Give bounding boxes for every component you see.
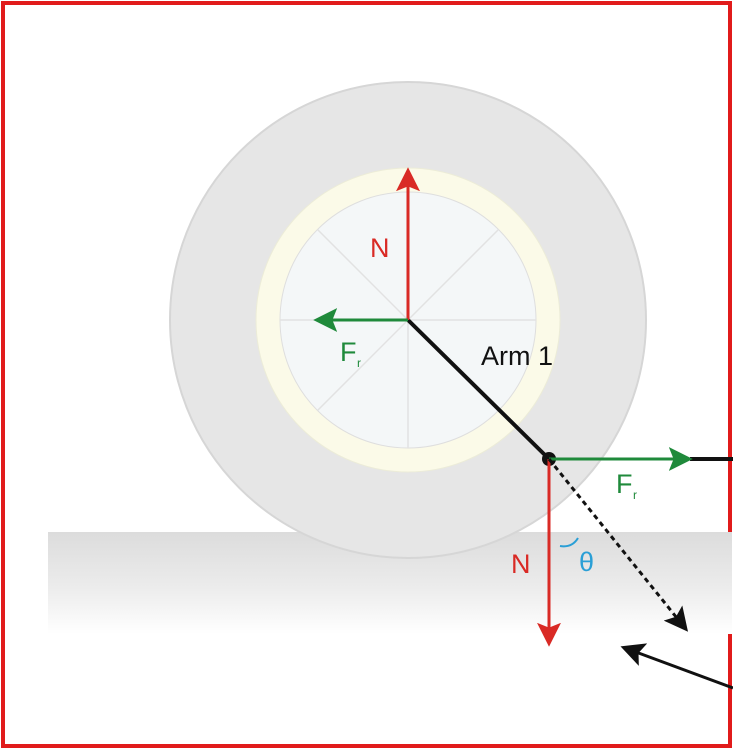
arm-label: Arm 1: [481, 341, 553, 371]
friction-left-label: F: [340, 337, 357, 367]
normal-force-top-label: N: [370, 233, 390, 263]
angle-label: θ: [579, 547, 594, 577]
angle-arc: [559, 537, 579, 548]
friction-right-label: F: [616, 469, 633, 499]
pointer-arrow: [620, 643, 733, 690]
friction-right-subscript: r: [633, 488, 637, 502]
dashed-line-of-action: [547, 458, 689, 632]
friction-left-subscript: r: [357, 356, 361, 370]
arm-1: [406, 318, 551, 461]
normal-force-bottom-label: N: [511, 549, 531, 579]
